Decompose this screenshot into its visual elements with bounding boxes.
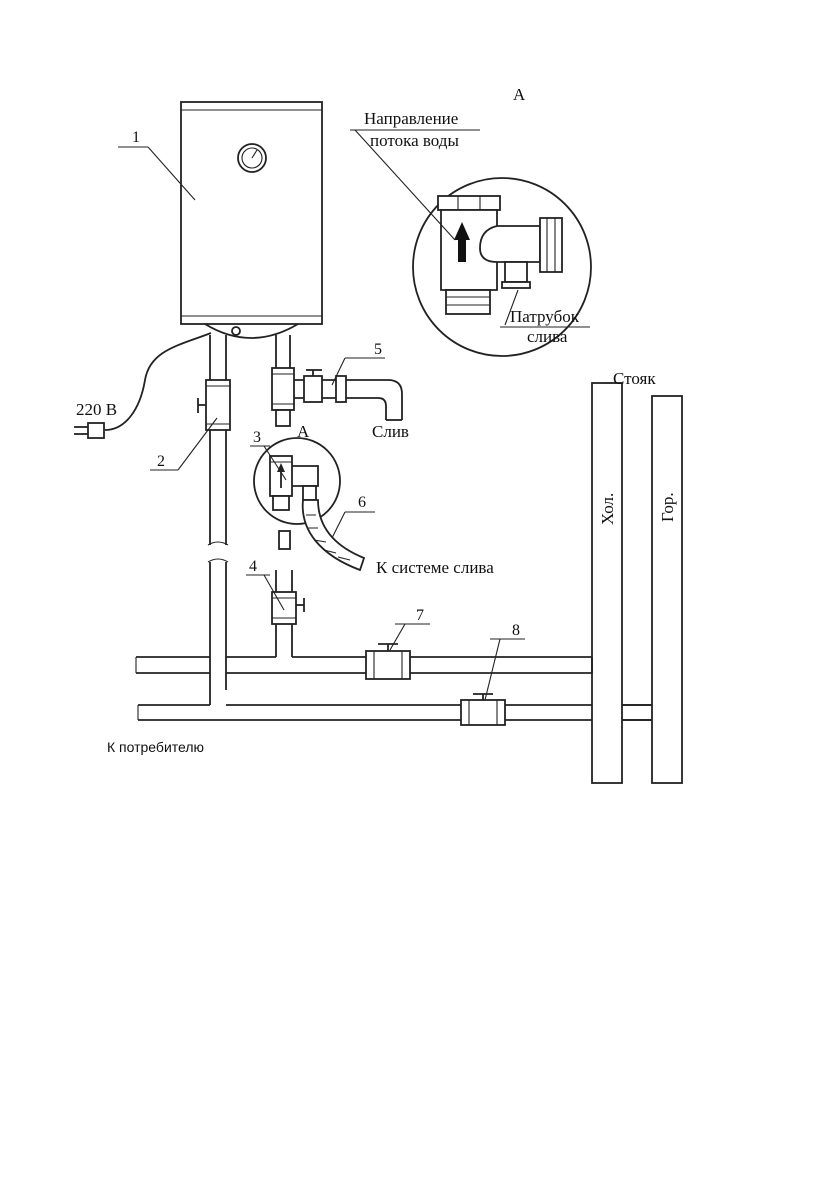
cold-main-pipe [135, 656, 592, 674]
callout-4: 4 [249, 558, 257, 575]
pipe-stub [278, 530, 291, 550]
riser-label: Стояк [613, 369, 656, 388]
callout-leaders [118, 146, 618, 701]
cold-riser-label: Хол. [598, 493, 617, 525]
flow-arrow-icon [454, 222, 470, 262]
callout-2: 2 [157, 453, 165, 470]
drain-nozzle-label-2: слива [527, 327, 568, 346]
view-a-small-label: А [297, 422, 310, 441]
shutoff-valve-8 [460, 693, 506, 726]
thermometer-gauge-icon [237, 143, 267, 173]
to-drain-system-label: К системе слива [376, 558, 494, 577]
callout-6: 6 [358, 494, 366, 511]
hot-riser-label: Гор. [658, 492, 677, 522]
shutoff-valve-7 [365, 643, 411, 680]
drain-hose-6 [301, 499, 366, 572]
flow-direction-label-2: потока воды [370, 131, 459, 150]
flow-direction-label-1: Направление [364, 109, 458, 128]
callout-3: 3 [253, 429, 261, 446]
detail-leader-lines [350, 129, 590, 328]
power-voltage-label: 220 В [76, 400, 117, 419]
hot-outlet-pipe [207, 335, 229, 705]
drain-spout [346, 379, 403, 421]
hot-main-pipe [137, 704, 652, 721]
water-heater-tank [180, 101, 323, 339]
callout-1: 1 [132, 129, 140, 146]
cold-inlet-pipe [275, 335, 291, 368]
callout-7: 7 [416, 607, 424, 624]
cold-riser [591, 382, 623, 784]
drain-label: Слив [372, 422, 409, 441]
callout-8: 8 [512, 622, 520, 639]
callout-5: 5 [374, 341, 382, 358]
view-a-label: А [513, 85, 526, 104]
to-consumer-label: К потребителю [107, 739, 204, 755]
shutoff-valve-2 [197, 379, 231, 431]
power-plug-icon [74, 422, 105, 439]
drain-valve-5 [294, 369, 347, 403]
hot-riser [651, 395, 683, 784]
power-cord [104, 332, 212, 431]
detail-view-a [412, 177, 592, 357]
drain-nozzle-label-1: Патрубок [510, 307, 580, 326]
tee-fitting [271, 367, 295, 427]
inlet-valve-4 [271, 570, 305, 657]
